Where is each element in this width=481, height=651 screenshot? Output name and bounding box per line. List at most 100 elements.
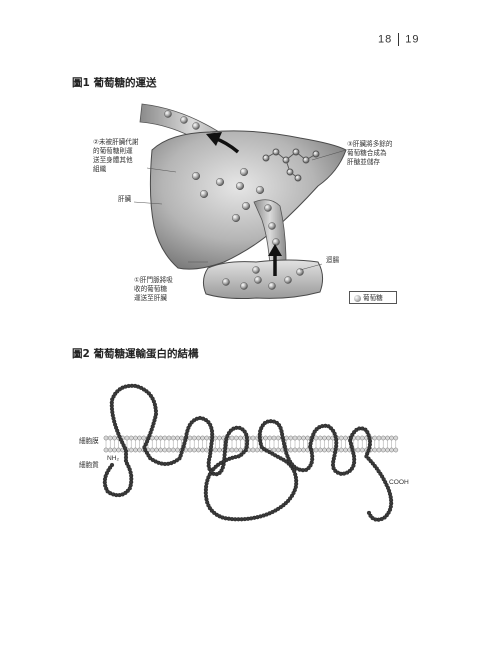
membrane-lipid-head xyxy=(385,435,390,441)
membrane-lipid-head xyxy=(217,435,222,441)
glucose-legend: 葡萄糖 xyxy=(349,291,397,304)
membrane-lipid-head xyxy=(179,435,184,441)
membrane-lipid-head xyxy=(275,435,281,441)
page-number-right: 19 xyxy=(405,33,420,46)
membrane-lipid-head xyxy=(187,435,193,441)
membrane-lipid-head xyxy=(359,435,365,441)
membrane-lipid-head xyxy=(175,435,180,441)
ileum-shape xyxy=(202,259,324,299)
glucose-legend-icon xyxy=(354,294,361,302)
membrane-lipid-head xyxy=(296,435,302,441)
membrane-lipid-head xyxy=(141,435,147,441)
membrane-lipid-head xyxy=(271,435,277,441)
membrane-lipid-head xyxy=(355,447,361,453)
membrane-lipid-head xyxy=(229,435,235,441)
membrane-lipid-head xyxy=(313,447,319,453)
membrane-lipid-head xyxy=(250,435,256,441)
membrane-lipid-head xyxy=(128,435,134,441)
membrane-lipid-head xyxy=(380,447,386,453)
membrane-lipid-head xyxy=(343,435,348,441)
label-ileum: 迴腸 xyxy=(326,256,340,264)
label-portal-vein: ①肝門脈將吸 收的葡萄糖 運送至肝臟 xyxy=(134,276,173,302)
membrane-lipid-head xyxy=(250,447,256,453)
membrane-lipid-head xyxy=(322,435,327,441)
label-cooh: COOH xyxy=(389,479,409,486)
membrane-lipid-head xyxy=(343,447,348,453)
label-cell-membrane: 細胞膜 xyxy=(79,437,99,445)
membrane-lipid-head xyxy=(313,435,319,441)
membrane-lipid-head xyxy=(187,447,193,453)
membrane-lipid-head xyxy=(393,435,399,441)
label-liver: 肝臟 xyxy=(118,195,132,203)
membrane-lipid-head xyxy=(149,447,155,453)
membrane-lipid-head xyxy=(389,435,394,441)
figure2-title: 圖2 葡萄糖運輸蛋白的結構 xyxy=(72,348,199,360)
membrane-lipid-head xyxy=(338,435,344,441)
membrane-lipid-head xyxy=(372,435,378,441)
membrane-lipid-head xyxy=(301,435,306,441)
membrane-lipid-head xyxy=(204,447,210,453)
membrane-lipid-head xyxy=(204,435,210,441)
membrane-lipid-head xyxy=(288,447,294,453)
membrane-lipid-head xyxy=(393,447,399,453)
membrane-lipid-head xyxy=(112,435,117,441)
membrane-lipid-head xyxy=(338,447,344,453)
leader-line-liver xyxy=(133,201,163,205)
label-unmetabolized: ②未被肝臟代謝 的葡萄糖則運 送至身體其他 組織 xyxy=(93,138,139,173)
membrane-lipid-head xyxy=(175,447,180,453)
membrane-lipid-head xyxy=(107,435,113,441)
membrane-lipid-head xyxy=(229,447,235,453)
membrane-lipid-head xyxy=(376,435,382,441)
membrane-lipid-head xyxy=(170,435,176,441)
membrane-lipid-head xyxy=(275,447,281,453)
membrane-lipid-head xyxy=(137,435,142,441)
membrane-lipid-head xyxy=(112,447,117,453)
membrane-lipid-head xyxy=(317,435,323,441)
leader-line-ileum xyxy=(299,263,323,271)
arrow-to-liver-head xyxy=(268,244,282,256)
membrane-lipid-head xyxy=(200,435,205,441)
membrane-lipid-head xyxy=(359,447,365,453)
membrane-lipid-head xyxy=(355,435,361,441)
membrane-lipid-head xyxy=(200,447,205,453)
membrane-lipid-head xyxy=(238,435,243,441)
amino-acid-bead xyxy=(366,510,372,515)
membrane-lipid-head xyxy=(305,435,310,441)
membrane-lipid-head xyxy=(103,447,109,453)
membrane-lipid-head xyxy=(107,447,113,453)
membrane-lipid-head xyxy=(233,435,239,441)
membrane-lipid-head xyxy=(376,447,382,453)
membrane-lipid-head xyxy=(191,447,197,453)
membrane-lipid-head xyxy=(389,447,394,453)
leader-line-unmetabolized xyxy=(146,167,177,173)
membrane-lipid-head xyxy=(317,447,323,453)
liver-shape xyxy=(149,130,347,270)
label-nh2: NH₂ xyxy=(107,455,120,462)
membrane-lipid-head xyxy=(263,435,268,441)
membrane-lipid-head xyxy=(212,447,218,453)
membrane-lipid-head xyxy=(254,447,260,453)
protein-beads xyxy=(102,383,394,522)
membrane-lipid-head xyxy=(162,435,168,441)
membrane-lipid-head xyxy=(170,447,176,453)
membrane-lipid-head xyxy=(116,447,121,453)
arrow-to-tissues-head xyxy=(206,132,222,146)
membrane-lipid-head xyxy=(191,435,197,441)
membrane-lipid-head xyxy=(166,447,172,453)
membrane-lipid-head xyxy=(267,435,273,441)
glycogen-chain xyxy=(262,148,320,182)
membrane-lipid-head xyxy=(380,435,386,441)
label-cytoplasm: 細胞質 xyxy=(79,461,99,469)
membrane-lipid-head xyxy=(133,447,138,453)
label-glycogen: ③肝臟將多餘的 葡萄糖合成為 肝醣並儲存 xyxy=(347,140,393,166)
membrane-lipid-head xyxy=(196,435,201,441)
page-number-separator xyxy=(398,33,400,46)
membrane-lipid-head xyxy=(217,447,222,453)
glucose-legend-label: 葡萄糖 xyxy=(363,294,383,302)
membrane-lipid-head xyxy=(158,435,163,441)
membrane-lipid-head xyxy=(154,435,159,441)
membrane-lipid-head xyxy=(103,435,109,441)
membrane-lipid-head xyxy=(385,447,390,453)
